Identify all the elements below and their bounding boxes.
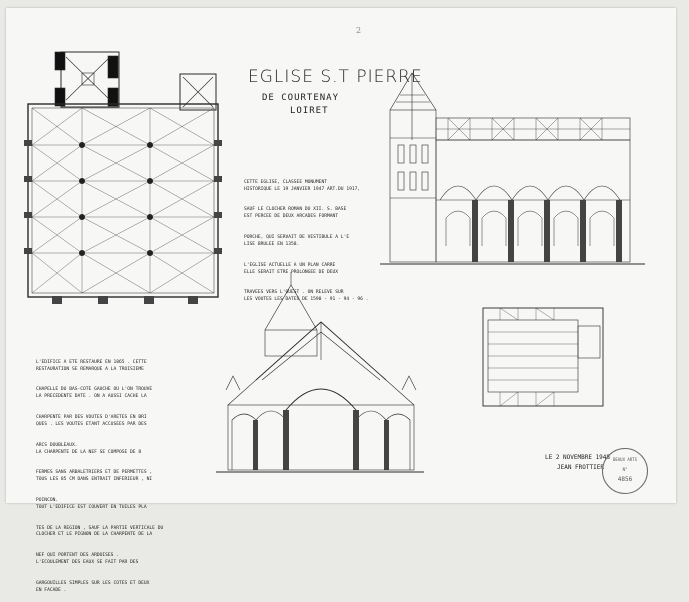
notes-text: L'EDIFICE A ETE RESTAURE EN 1865 . CETTE…: [36, 359, 164, 593]
corner-mark: 2: [356, 26, 362, 35]
drawing-title: EGLISE S.T PIERRE: [248, 67, 423, 87]
architectural-drawings: [24, 51, 645, 473]
roof-plan: [482, 307, 604, 407]
transverse-section: [216, 272, 424, 473]
floor-plan: [24, 51, 222, 304]
drawing-author: JEAN FROTTIER: [557, 464, 604, 471]
longitudinal-section: [380, 72, 645, 265]
drawing-subtitle-region: LOIRET: [290, 106, 329, 116]
archive-stamp: BEAUX ARTS N° 4856: [602, 448, 648, 494]
drawing-date: LE 2 NOVEMBRE 1948: [545, 454, 611, 461]
drawing-subtitle-town: DE COURTENAY: [262, 93, 340, 103]
